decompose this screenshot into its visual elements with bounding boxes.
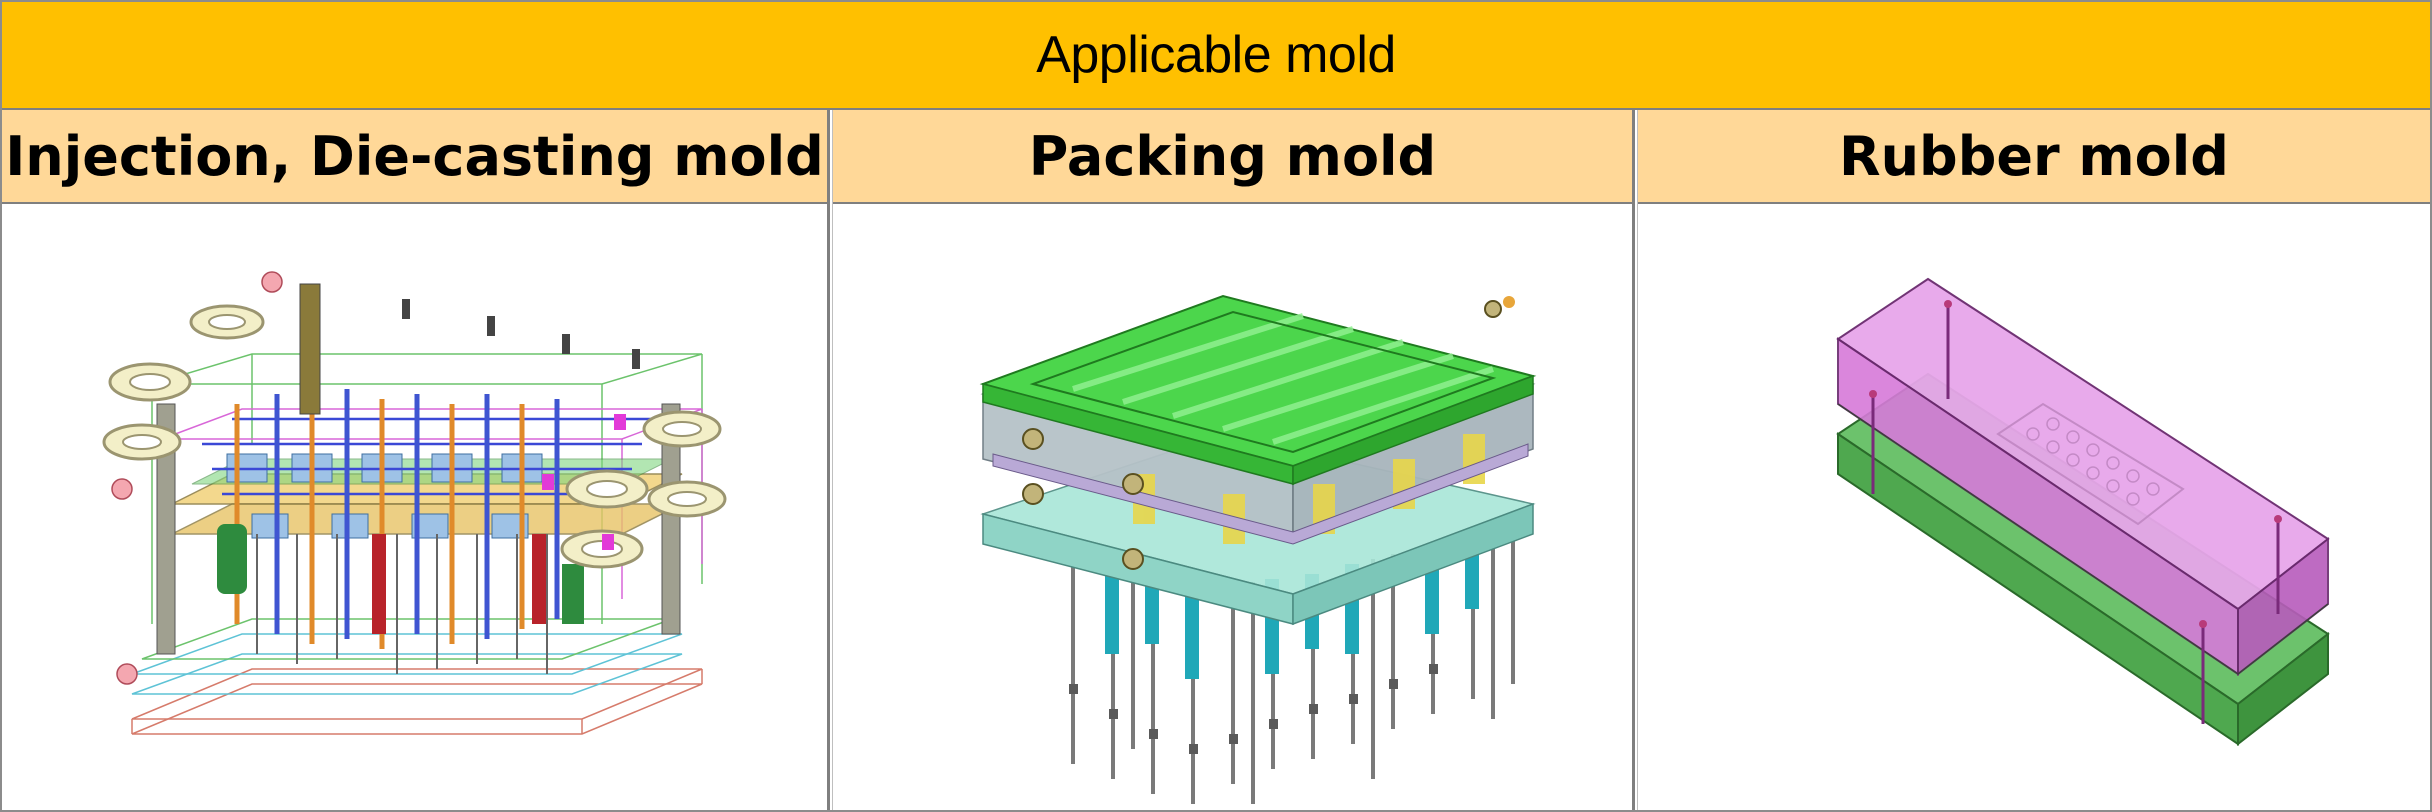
column-image-cell <box>833 204 1632 810</box>
column-header: Rubber mold <box>1638 110 2430 204</box>
column-header: Injection, Die-casting mold <box>2 110 827 204</box>
rubber-mold-illustration <box>1836 277 2330 747</box>
table-title-bar: Applicable mold <box>2 2 2430 110</box>
table-title: Applicable mold <box>1036 26 1396 84</box>
column-header: Packing mold <box>833 110 1632 204</box>
column-header-label: Packing mold <box>1028 124 1437 188</box>
column-injection-die-casting: Injection, Die-casting mold <box>2 110 830 810</box>
injection-die-casting-mold-illustration <box>102 271 727 735</box>
column-rubber: Rubber mold <box>1637 110 2430 810</box>
column-header-label: Injection, Die-casting mold <box>5 124 824 188</box>
column-image-cell <box>1638 204 2430 810</box>
column-packing: Packing mold <box>832 110 1635 810</box>
column-image-cell <box>2 204 827 810</box>
column-header-label: Rubber mold <box>1839 124 2229 188</box>
packing-mold-illustration <box>979 294 1537 804</box>
